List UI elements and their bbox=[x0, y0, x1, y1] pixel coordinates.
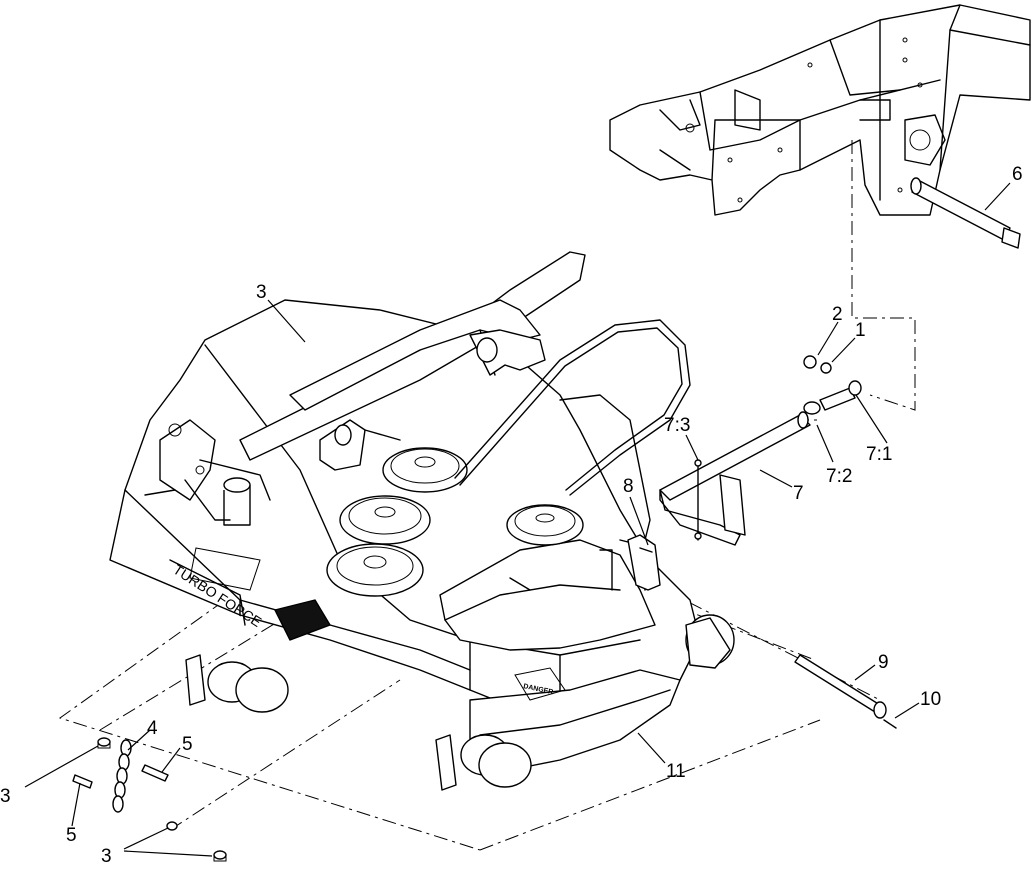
callout-3-left: 3 bbox=[0, 786, 11, 807]
deck-lift-arm bbox=[144, 251, 586, 526]
callout-2: 2 bbox=[832, 304, 843, 325]
callout-6: 6 bbox=[1012, 164, 1023, 185]
callout-1: 1 bbox=[855, 320, 866, 341]
callout-10: 10 bbox=[920, 689, 941, 710]
callout-5-right: 5 bbox=[182, 734, 193, 755]
callout-3-top: 3 bbox=[256, 282, 267, 303]
callout-8: 8 bbox=[623, 476, 634, 497]
callout-4: 4 bbox=[147, 718, 158, 739]
pivot-rod-assembly bbox=[659, 355, 862, 546]
callout-7: 7 bbox=[793, 483, 804, 504]
callout-3-bottom: 3 bbox=[101, 846, 112, 867]
tractor-frame bbox=[609, 4, 1031, 216]
callout-7-2: 7:2 bbox=[826, 466, 852, 487]
callout-labels: 3 2 1 7:1 7:2 7:3 7 8 6 9 10 11 4 5 3 5 … bbox=[0, 164, 1023, 867]
callout-7-3: 7:3 bbox=[664, 415, 690, 436]
callout-5-left: 5 bbox=[66, 825, 77, 846]
anti-scalp-wheels bbox=[185, 614, 735, 791]
deck-pin-9 bbox=[794, 654, 897, 729]
mounting-bolt-6 bbox=[910, 177, 1021, 249]
callout-7-1: 7:1 bbox=[866, 444, 892, 465]
callout-9: 9 bbox=[878, 652, 889, 673]
leader-lines bbox=[24, 182, 1011, 857]
deck-chain-assembly bbox=[72, 737, 227, 862]
drive-belt bbox=[454, 319, 691, 496]
callout-11: 11 bbox=[666, 761, 686, 782]
spindle-pulleys bbox=[326, 447, 584, 597]
